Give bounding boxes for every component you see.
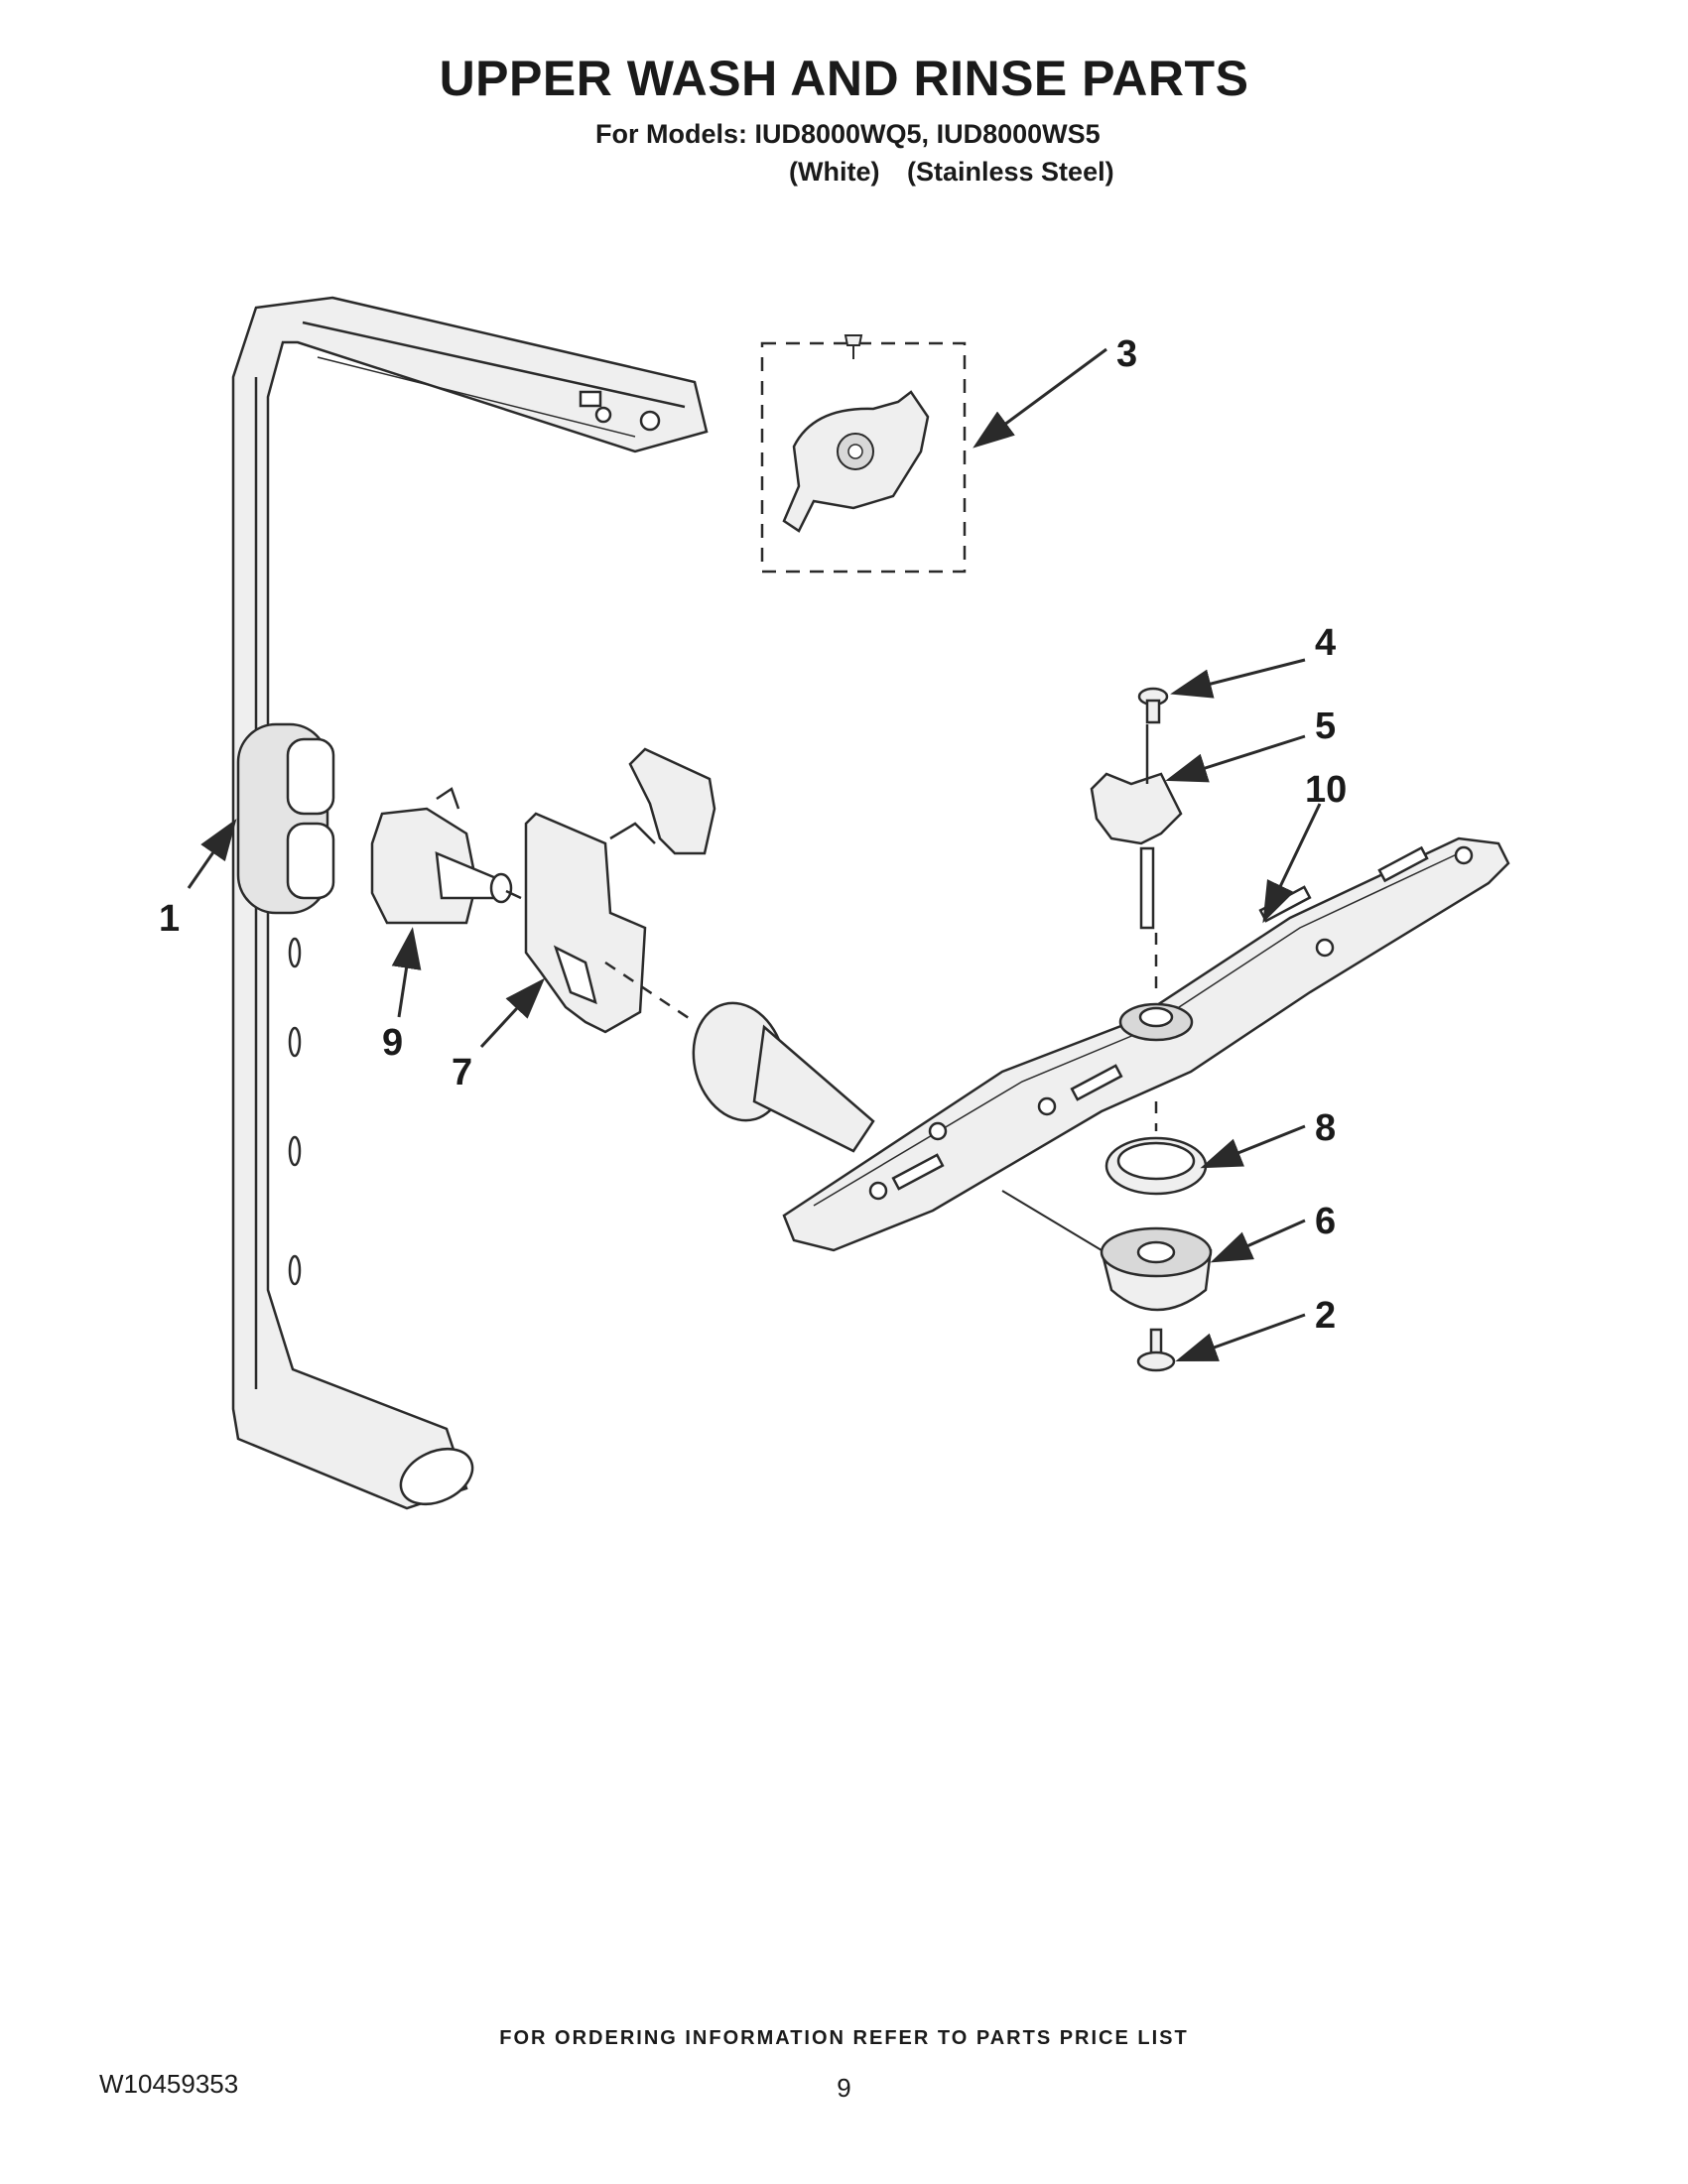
callout-6: 6	[1315, 1201, 1337, 1242]
spray-arm-part-10	[782, 836, 1510, 1252]
diverter-assembly-part-3	[760, 334, 967, 574]
variant-stainless-steel: (Stainless Steel)	[907, 157, 1114, 187]
page-number: 9	[837, 2073, 851, 2103]
leader-4	[1170, 658, 1306, 699]
callout-5: 5	[1315, 706, 1337, 747]
callout-1: 1	[159, 898, 181, 940]
alignment-lines	[604, 933, 1158, 1131]
leader-7	[479, 977, 546, 1049]
callout-10: 10	[1305, 769, 1348, 811]
leader-8	[1200, 1124, 1306, 1169]
callout-2: 2	[1315, 1295, 1337, 1337]
upper-conduit-part-1	[231, 296, 709, 1510]
model-numbers: For Models: IUD8000WQ5, IUD8000WS5	[595, 119, 1101, 149]
callout-4: 4	[1315, 622, 1337, 664]
leader-2	[1175, 1313, 1306, 1362]
ordering-note: FOR ORDERING INFORMATION REFER TO PARTS …	[499, 2027, 1189, 2049]
part-9	[370, 787, 522, 925]
seal-ring-part-8	[1104, 1136, 1208, 1196]
callout-8: 8	[1315, 1107, 1337, 1149]
leader-3	[973, 347, 1107, 449]
bracket-part-7	[524, 747, 716, 1034]
callout-3: 3	[1116, 333, 1138, 375]
callout-9: 9	[382, 1022, 404, 1064]
leader-1	[187, 819, 237, 889]
callout-7: 7	[452, 1052, 473, 1093]
leader-10	[1262, 803, 1322, 924]
screw-part-2	[1136, 1328, 1176, 1372]
variant-white: (White)	[789, 157, 880, 187]
screw-part-4	[1137, 687, 1169, 724]
callout-leaders	[187, 347, 1322, 1362]
document-number: W10459353	[99, 2069, 239, 2099]
leader-6	[1210, 1219, 1306, 1263]
leader-9	[391, 927, 422, 1018]
hub-part-6	[1100, 1226, 1213, 1312]
supply-disc	[692, 1001, 1103, 1251]
page-title: UPPER WASH AND RINSE PARTS	[439, 51, 1249, 106]
leader-5	[1165, 734, 1306, 783]
clip-part-5	[1090, 724, 1183, 930]
